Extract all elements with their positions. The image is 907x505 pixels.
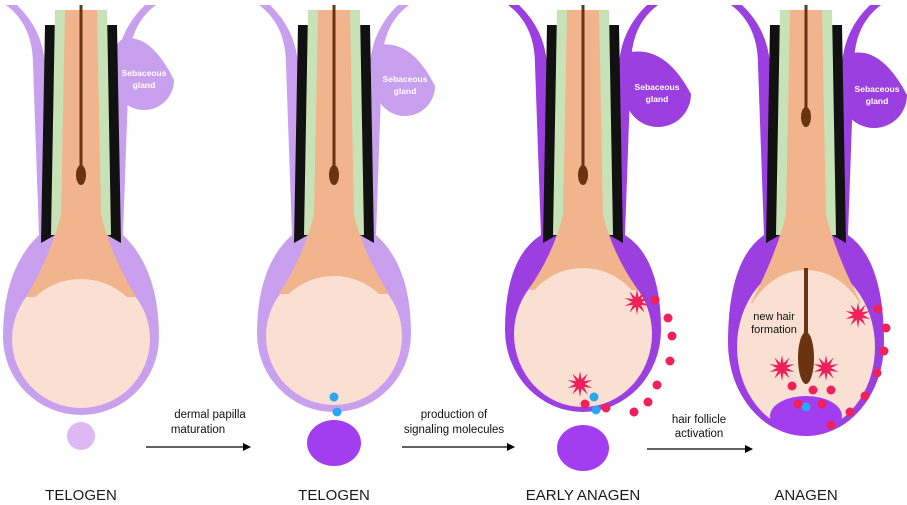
signal-molecule-blue [592, 406, 601, 415]
hair-shaft [333, 5, 336, 175]
signal-molecule-pink [794, 400, 803, 409]
hair-club [578, 165, 588, 185]
new-hair-bulb [798, 332, 814, 384]
signal-molecule-pink [880, 347, 889, 356]
signal-molecule-pink [664, 314, 673, 323]
gland-label-1: Sebaceous [122, 68, 167, 78]
arrow-label-activation-2: activation [675, 428, 724, 440]
signal-molecule-pink [809, 386, 818, 395]
hair-shaft [805, 5, 808, 117]
signal-molecule-pink [788, 382, 797, 391]
signal-molecule-pink [651, 296, 660, 305]
gland-label-3: Sebaceous [635, 82, 680, 92]
signal-molecule-pink [644, 398, 653, 407]
signal-molecule-pink [873, 369, 882, 378]
signal-molecule-pink [602, 404, 611, 413]
new-hair-shaft [804, 268, 808, 338]
signal-molecule-blue [330, 393, 339, 402]
stage-label-telogen-2: TELOGEN [298, 487, 370, 504]
signal-molecule-pink [666, 357, 675, 366]
hair-shaft [80, 5, 83, 175]
dermal-papilla-mature [307, 420, 361, 466]
signal-molecule-pink [653, 381, 662, 390]
signal-molecule-pink [874, 305, 883, 314]
signal-molecule-blue [590, 393, 599, 402]
hair-club [801, 107, 811, 127]
hair-club [76, 165, 86, 185]
stage-label-telogen-1: TELOGEN [45, 487, 117, 504]
dermal-papilla-anagen [770, 396, 842, 436]
signal-molecule-pink [846, 408, 855, 417]
signal-molecule-pink [818, 400, 827, 409]
signal-molecule-pink [827, 386, 836, 395]
follicle-2 [257, 5, 435, 412]
bulb-matrix [15, 279, 147, 407]
gland-label-4: Sebaceous [855, 84, 900, 94]
arrow-label-maturation-2: maturation [171, 424, 225, 436]
signal-molecule-pink [882, 324, 891, 333]
gland-label-2b: gland [394, 86, 417, 96]
gland-label-1b: gland [133, 80, 156, 90]
stage-label-anagen: ANAGEN [774, 487, 837, 504]
gland-label-4b: gland [866, 96, 889, 106]
follicle-1 [3, 5, 174, 415]
signal-molecule-pink [630, 408, 639, 417]
signal-molecule-blue [333, 408, 342, 417]
arrow-label-maturation-1: dermal papilla [174, 409, 246, 421]
gland-label-3b: gland [646, 94, 669, 104]
stage-label-early-anagen: EARLY ANAGEN [526, 487, 641, 504]
new-hair-label-2: formation [751, 324, 797, 336]
gland-label-2: Sebaceous [383, 74, 428, 84]
new-hair-label: new hair [753, 311, 795, 323]
bulb-matrix [269, 276, 399, 404]
hair-club [329, 165, 339, 185]
dermal-papilla-early-anagen [557, 425, 609, 471]
signal-molecule-pink [861, 392, 870, 401]
signal-molecule-pink [827, 421, 836, 430]
arrow-label-signaling-1: production of [421, 409, 488, 421]
signal-molecule-pink [581, 400, 590, 409]
signal-molecule-blue [802, 403, 811, 412]
signal-molecule-pink [668, 332, 677, 341]
dermal-papilla-small [67, 422, 95, 450]
arrow-label-signaling-2: signaling molecules [404, 424, 505, 436]
hair-shaft [582, 5, 585, 175]
arrow-label-activation-1: hair follicle [672, 414, 726, 426]
follicle-3 [505, 5, 691, 412]
